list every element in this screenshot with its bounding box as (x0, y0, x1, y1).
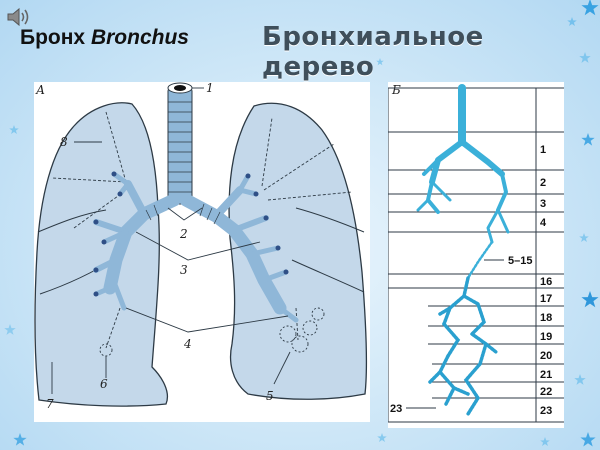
generation-label: 19 (540, 331, 552, 343)
callout-5: 5 (266, 389, 274, 403)
callout-7: 7 (46, 397, 54, 411)
callout-1: 1 (206, 82, 214, 95)
generation-label: 5–15 (508, 255, 532, 267)
airway-tree (416, 84, 510, 280)
page-subtitle: Бронхиальное дерево (262, 22, 484, 82)
generation-label: 21 (540, 369, 552, 381)
page-title: Бронх Bronchus (20, 26, 189, 50)
callout-4: 4 (183, 337, 192, 351)
generation-label: 3 (540, 198, 546, 210)
generation-label: 23 (540, 405, 552, 417)
lungs-diagram-panel: А 1 2 3 4 5 6 7 8 (34, 81, 370, 422)
star-decoration (580, 432, 596, 447)
callout-8: 8 (60, 135, 68, 149)
panel-a-label: А (35, 83, 45, 97)
panel-b-label: Б (391, 83, 401, 97)
star-decoration (377, 433, 387, 443)
generation-label: 17 (540, 293, 552, 305)
star-decoration (581, 0, 599, 16)
generation-label: 22 (540, 386, 552, 398)
title-russian: Бронх (20, 26, 86, 49)
generation-label-left: 23 (390, 403, 402, 415)
lungs-diagram: А 1 2 3 4 5 6 7 8 (34, 81, 368, 411)
title-latin: Bronchus (90, 26, 189, 49)
star-decoration (13, 433, 27, 446)
speaker-icon[interactable] (6, 6, 32, 28)
star-decoration (4, 324, 16, 335)
callout-2: 2 (179, 227, 188, 241)
star-decoration (581, 291, 599, 308)
generation-label: 1 (540, 144, 546, 156)
generation-label: 16 (540, 276, 552, 288)
bronchial-tree (93, 171, 299, 323)
trachea (167, 87, 193, 205)
callout-6: 6 (100, 377, 108, 391)
generation-label: 18 (540, 312, 552, 324)
star-decoration (579, 233, 589, 243)
bronchial-tree-generations: Б (387, 83, 564, 423)
bronchial-tree-panel: Б (387, 82, 564, 428)
star-decoration (574, 374, 586, 385)
generation-label: 20 (540, 350, 552, 362)
callout-3: 3 (180, 263, 188, 277)
left-lung (228, 102, 368, 400)
star-decoration (9, 125, 19, 135)
generation-label: 4 (540, 217, 547, 229)
right-lung (34, 102, 168, 407)
generation-label: 2 (540, 177, 546, 189)
star-decoration (581, 133, 595, 146)
star-decoration (540, 437, 550, 447)
